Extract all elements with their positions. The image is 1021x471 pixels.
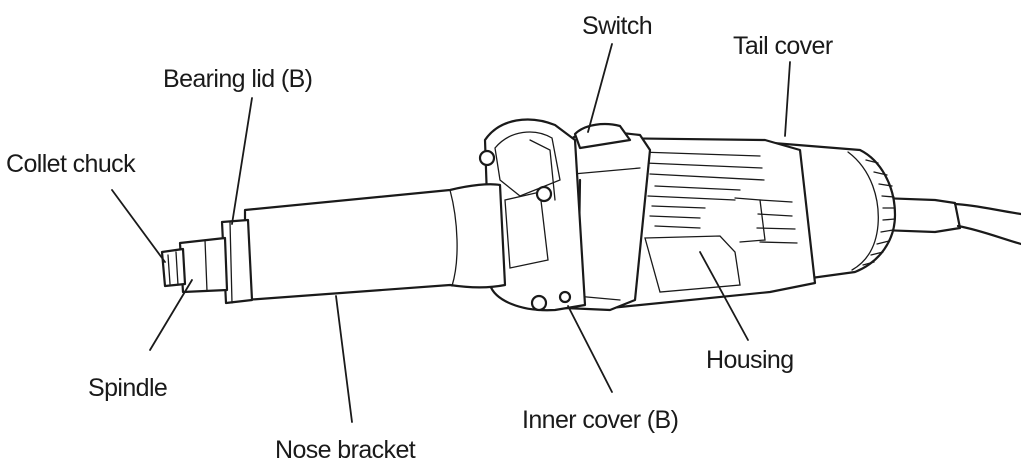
leader-collet-chuck: [111, 189, 166, 263]
label-inner-cover: Inner cover (B): [522, 406, 678, 434]
leader-nose-bracket: [335, 295, 353, 423]
power-cord: [878, 196, 1021, 246]
leader-bearing-lid: [231, 97, 253, 225]
label-switch: Switch: [582, 12, 652, 40]
collet-chuck: [160, 247, 187, 288]
label-collet-chuck: Collet chuck: [6, 150, 136, 178]
nose-bracket: [243, 183, 507, 302]
label-spindle: Spindle: [88, 374, 167, 402]
label-tail-cover: Tail cover: [733, 32, 833, 60]
leader-lines: [111, 43, 791, 423]
label-nose-bracket: Nose bracket: [275, 436, 416, 464]
gear-head: [478, 118, 587, 312]
leader-tail-cover: [784, 61, 791, 137]
label-bearing-lid: Bearing lid (B): [163, 65, 312, 93]
label-housing: Housing: [706, 346, 794, 374]
leader-switch: [587, 43, 613, 133]
leader-housing: [699, 251, 749, 341]
part-labels: Collet chuck Bearing lid (B) Switch Tail…: [6, 12, 833, 464]
spindle: [178, 236, 229, 294]
leader-inner-cover: [567, 305, 613, 393]
leader-spindle: [149, 279, 193, 351]
